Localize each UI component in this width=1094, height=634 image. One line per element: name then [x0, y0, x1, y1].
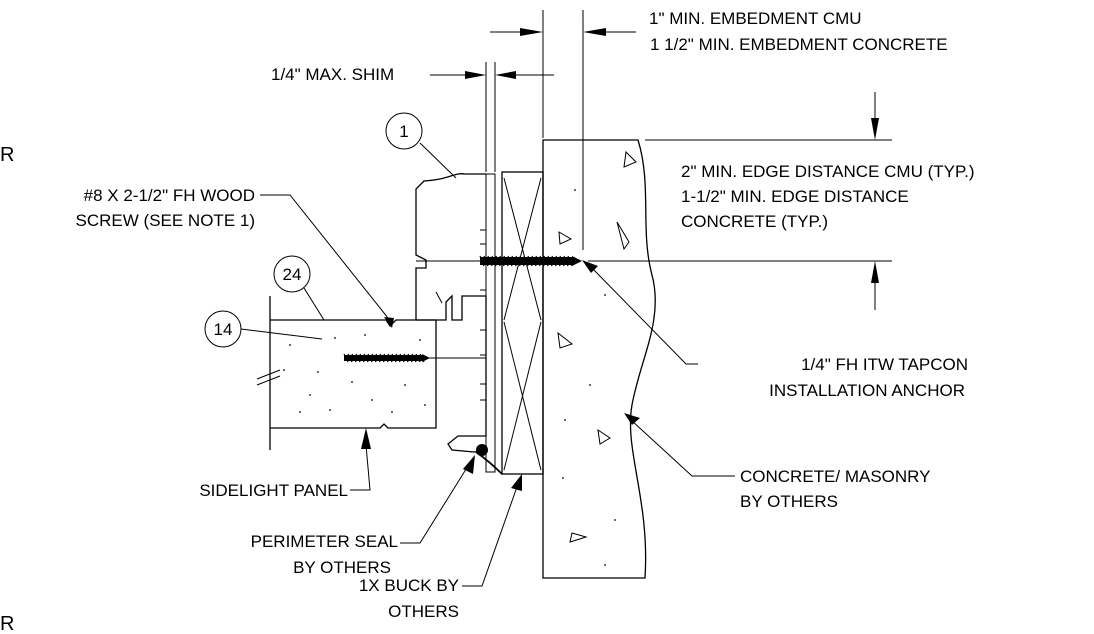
masonry-label-1: CONCRETE/ MASONRY	[740, 467, 931, 486]
edge-label-1: 2" MIN. EDGE DISTANCE CMU (TYP.)	[681, 162, 975, 181]
sidelight-label: SIDELIGHT PANEL	[199, 481, 348, 500]
wood-screw	[343, 353, 430, 363]
tapcon-label-1: 1/4" FH ITW TAPCON	[801, 355, 968, 374]
embed-label-2: 1 1/2" MIN. EMBEDMENT CONCRETE	[650, 35, 948, 54]
panel-foam-texture	[283, 334, 426, 413]
buck-grain	[503, 177, 542, 471]
buck-label-1: 1X BUCK BY	[359, 576, 459, 595]
seal-label-2: BY OTHERS	[293, 558, 391, 577]
door-frame-profile	[415, 173, 487, 453]
seal-label-1: PERIMETER SEAL	[251, 532, 398, 551]
edge-letter-bottom: R	[0, 613, 14, 634]
wood-buck	[501, 171, 544, 475]
callout-24: 24	[273, 255, 325, 321]
screw-label-2: SCREW (SEE NOTE 1)	[76, 211, 255, 230]
sidelight-panel	[270, 319, 437, 429]
shim-label: 1/4" MAX. SHIM	[271, 65, 394, 84]
embed-label-1: 1" MIN. EMBEDMENT CMU	[649, 9, 862, 28]
edge-label-3: CONCRETE (TYP.)	[681, 212, 828, 231]
embedment-dimension	[490, 10, 636, 250]
callout-1: 1	[385, 112, 457, 179]
edge-label-2: 1-1/2" MIN. EDGE DISTANCE	[681, 187, 909, 206]
edge-letter-top: R	[0, 144, 14, 166]
shim-dimension	[465, 62, 554, 172]
callout-24-label: 24	[283, 265, 302, 284]
screw-label-1: #8 X 2-1/2" FH WOOD	[84, 186, 255, 205]
tapcon-anchor	[479, 255, 582, 267]
callout-1-label: 1	[399, 122, 408, 141]
callout-14: 14	[204, 310, 323, 348]
shim	[485, 173, 496, 473]
buck-label-2: OTHERS	[388, 602, 459, 621]
masonry-label-2: BY OTHERS	[740, 492, 838, 511]
callout-14-label: 14	[214, 320, 233, 339]
edge-distance-dimension	[588, 92, 892, 310]
leader-lines	[260, 74, 735, 587]
tapcon-label-2: INSTALLATION ANCHOR	[769, 381, 965, 400]
concrete-wall	[542, 139, 656, 579]
concrete-aggregate	[557, 150, 637, 566]
perimeter-seal	[475, 444, 503, 475]
